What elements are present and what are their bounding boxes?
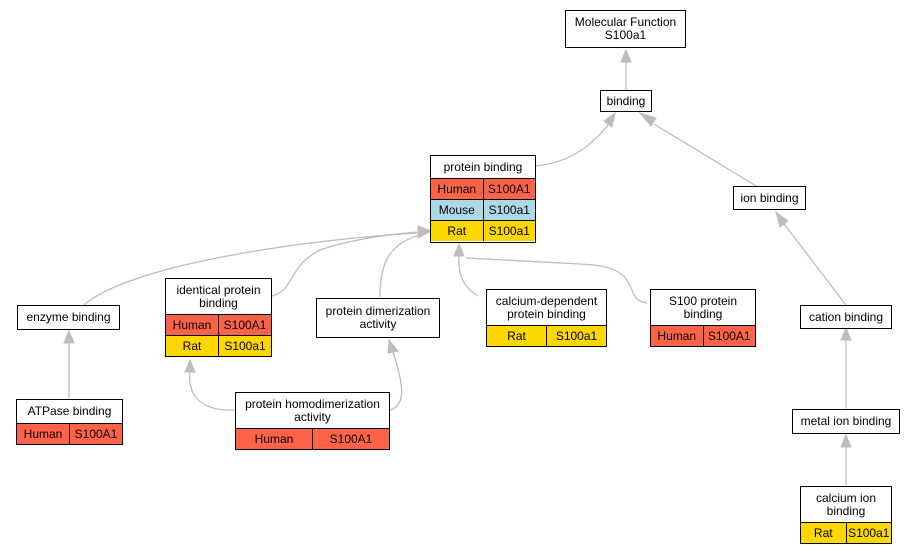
- species-cell: Rat: [507, 329, 526, 343]
- node-label: ion binding: [740, 190, 799, 205]
- arrowhead-cation: [840, 326, 852, 341]
- species-cell: Human: [172, 318, 212, 332]
- species-cell: Rat: [813, 526, 833, 540]
- gene-cell: S100A1: [482, 179, 536, 199]
- node-calcium-ion-binding[interactable]: calcium ion binding Rat S100a1: [800, 486, 892, 544]
- node-label: protein binding: [443, 159, 523, 174]
- arrowhead-metal: [840, 433, 852, 448]
- node-label: Molecular Function S100a1: [574, 15, 677, 42]
- gene-cell: S100a1: [546, 326, 606, 346]
- node-protein-dimerization-activity[interactable]: protein dimerization activity: [316, 298, 440, 338]
- arrowhead-mf: [620, 48, 632, 63]
- gene-cell: S100a1: [218, 336, 271, 356]
- node-label: enzyme binding: [26, 310, 111, 324]
- node-label: protein homodimerization activity: [245, 396, 380, 424]
- node-label: identical protein binding: [176, 282, 261, 310]
- node-label: ATPase binding: [27, 404, 112, 418]
- edge-cation-to-ion: [783, 223, 847, 306]
- gene-cell: S100a1: [845, 523, 892, 543]
- node-label: cation binding: [808, 309, 884, 324]
- edge-homodimer-to-identical: [189, 371, 237, 411]
- species-cell: Human: [657, 329, 697, 343]
- node-label: protein dimerization activity: [325, 304, 431, 331]
- gene-cell: S100A1: [312, 429, 389, 449]
- arrowhead-enzyme: [63, 329, 75, 344]
- node-ion-binding[interactable]: ion binding: [733, 186, 806, 210]
- species-row: Human S100A1: [166, 314, 271, 335]
- node-label: calcium-dependent protein binding: [495, 293, 598, 321]
- species-row: Human S100A1: [651, 325, 755, 346]
- species-cell: Rat: [182, 339, 202, 353]
- species-row: Mouse S100a1: [431, 199, 535, 220]
- arrowhead-identical: [184, 358, 196, 373]
- species-cell: Human: [254, 432, 294, 446]
- node-atpase-binding[interactable]: ATPase binding Human S100A1: [16, 399, 123, 445]
- species-row: Human S100A1: [236, 428, 389, 449]
- node-s100-protein-binding[interactable]: S100 protein binding Human S100A1: [650, 289, 756, 347]
- gene-cell: S100A1: [702, 326, 756, 346]
- species-cell: Human: [23, 427, 63, 441]
- edge-calcdep-to-protein: [458, 255, 479, 297]
- species-row: Rat S100a1: [801, 522, 891, 543]
- arrowhead-protein-bottom: [453, 242, 465, 257]
- edge-ion-to-binding: [653, 123, 757, 187]
- species-row: Rat S100a1: [166, 335, 271, 356]
- species-cell: Mouse: [438, 203, 475, 217]
- species-cell: Human: [437, 182, 477, 196]
- node-calcium-dependent-protein-binding[interactable]: calcium-dependent protein binding Rat S10…: [486, 289, 607, 347]
- arrowhead-protein-left: [417, 225, 433, 239]
- arrowhead-ion: [775, 210, 789, 228]
- edge-identical-to-protein: [271, 231, 418, 297]
- node-label: S100 protein binding: [668, 293, 738, 321]
- node-protein-homodimerization-activity[interactable]: protein homodimerization activity Human S…: [235, 392, 390, 450]
- arrowhead-dimer: [387, 338, 399, 354]
- edge-enzyme-to-protein: [83, 232, 418, 306]
- gene-cell: S100A1: [218, 315, 271, 335]
- node-binding[interactable]: binding: [600, 90, 652, 112]
- node-label: calcium ion binding: [815, 490, 877, 518]
- species-row: Rat S100a1: [487, 325, 606, 346]
- species-row: Human S100A1: [17, 423, 122, 444]
- node-label: binding: [606, 93, 646, 108]
- edge-protein-to-binding: [535, 123, 610, 167]
- species-cell: Rat: [447, 224, 467, 238]
- species-row: Human S100A1: [431, 178, 535, 199]
- arrowhead-binding-right: [638, 112, 657, 127]
- gene-cell: S100a1: [482, 221, 536, 241]
- gene-cell: S100a1: [482, 200, 536, 220]
- node-label: metal ion binding: [800, 414, 892, 428]
- node-enzyme-binding[interactable]: enzyme binding: [17, 305, 120, 330]
- edge-s100-to-protein: [465, 257, 648, 304]
- arrowhead-binding-left: [603, 111, 616, 128]
- node-cation-binding[interactable]: cation binding: [800, 305, 892, 329]
- edge-dimer-to-protein: [379, 235, 418, 298]
- edge-homodimer-to-dimer: [389, 351, 403, 411]
- species-row: Rat S100a1: [431, 220, 535, 241]
- gene-cell: S100A1: [69, 424, 122, 444]
- node-metal-ion-binding[interactable]: metal ion binding: [792, 409, 900, 434]
- node-molecular-function[interactable]: Molecular Function S100a1: [565, 10, 686, 48]
